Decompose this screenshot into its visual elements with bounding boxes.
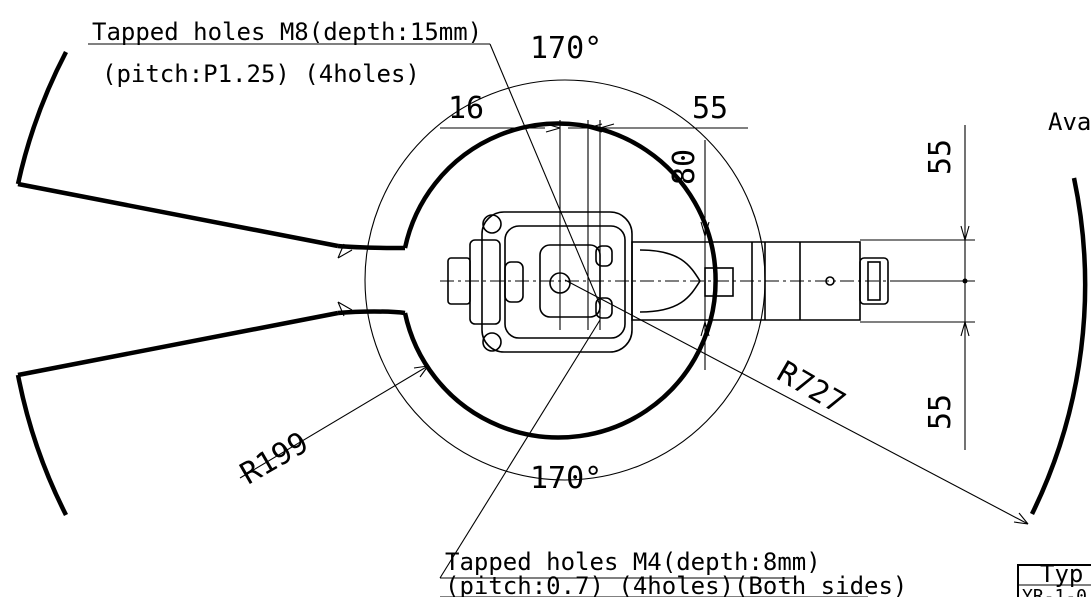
angle-range-circle <box>337 79 766 481</box>
robot-top-view <box>447 211 889 353</box>
dimension-16: 16 <box>448 91 484 126</box>
dimension-80: 80 <box>667 149 702 185</box>
m8-note-line1: Tapped holes M8(depth:15mm) <box>92 18 482 46</box>
dimension-lines <box>88 43 1029 597</box>
available-label: Ava <box>1048 108 1091 136</box>
radius-r199: R199 <box>235 425 315 491</box>
angle-top-label: 170° <box>530 31 602 66</box>
angle-bottom-label: 170° <box>530 461 602 496</box>
dimension-55-top: 55 <box>692 91 728 126</box>
radius-r727: R727 <box>771 355 851 421</box>
m8-note-line2: (pitch:P1.25) (4holes) <box>102 60 420 88</box>
m4-note-line2: (pitch:0.7) (4holes)(Both sides) <box>445 572 907 597</box>
outer-workspace-boundary <box>15 50 1088 517</box>
title-block-row: YR-1-0 <box>1022 586 1087 597</box>
m4-note-line1: Tapped holes M4(depth:8mm) <box>445 548 821 576</box>
title-block-header: Typ <box>1040 560 1083 588</box>
title-block <box>1017 564 1091 597</box>
dimension-55-right-upper: 55 <box>923 139 958 175</box>
dimension-55-right-lower: 55 <box>923 394 958 430</box>
